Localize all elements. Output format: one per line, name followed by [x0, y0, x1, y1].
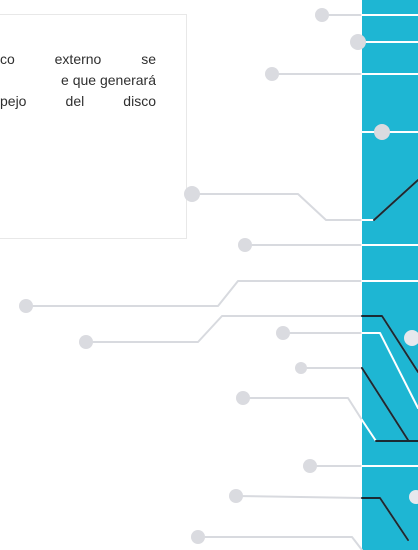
circuit-trace — [25, 280, 363, 307]
circuit-node — [303, 459, 317, 473]
circuit-node — [236, 391, 250, 405]
circuit-trace — [361, 315, 418, 373]
text-line-2: e que generará — [61, 72, 156, 88]
circuit-trace — [361, 497, 409, 541]
circuit-node — [229, 489, 243, 503]
circuit-trace — [191, 193, 363, 221]
circuit-trace — [235, 495, 363, 499]
circuit-node — [374, 124, 390, 140]
circuit-node — [409, 490, 418, 504]
text-card: co externo se e que generará pejo del di… — [0, 14, 187, 239]
circuit-trace — [361, 367, 409, 441]
circuit-node — [265, 67, 279, 81]
circuit-node — [350, 34, 366, 50]
text-line-1: co externo se — [0, 51, 156, 67]
circuit-node — [404, 330, 418, 346]
circuit-trace — [361, 332, 418, 409]
circuit-node — [79, 335, 93, 349]
circuit-panel — [362, 0, 418, 550]
text-line-3: pejo del disco — [0, 93, 156, 109]
circuit-node — [191, 530, 205, 544]
circuit-node — [315, 8, 329, 22]
circuit-trace — [373, 179, 418, 221]
circuit-trace — [242, 397, 363, 421]
circuit-trace — [85, 315, 363, 343]
circuit-node — [238, 238, 252, 252]
circuit-node — [295, 362, 307, 374]
circuit-node — [276, 326, 290, 340]
circuit-node — [19, 299, 33, 313]
circuit-trace — [197, 536, 363, 550]
circuit-node — [184, 186, 200, 202]
